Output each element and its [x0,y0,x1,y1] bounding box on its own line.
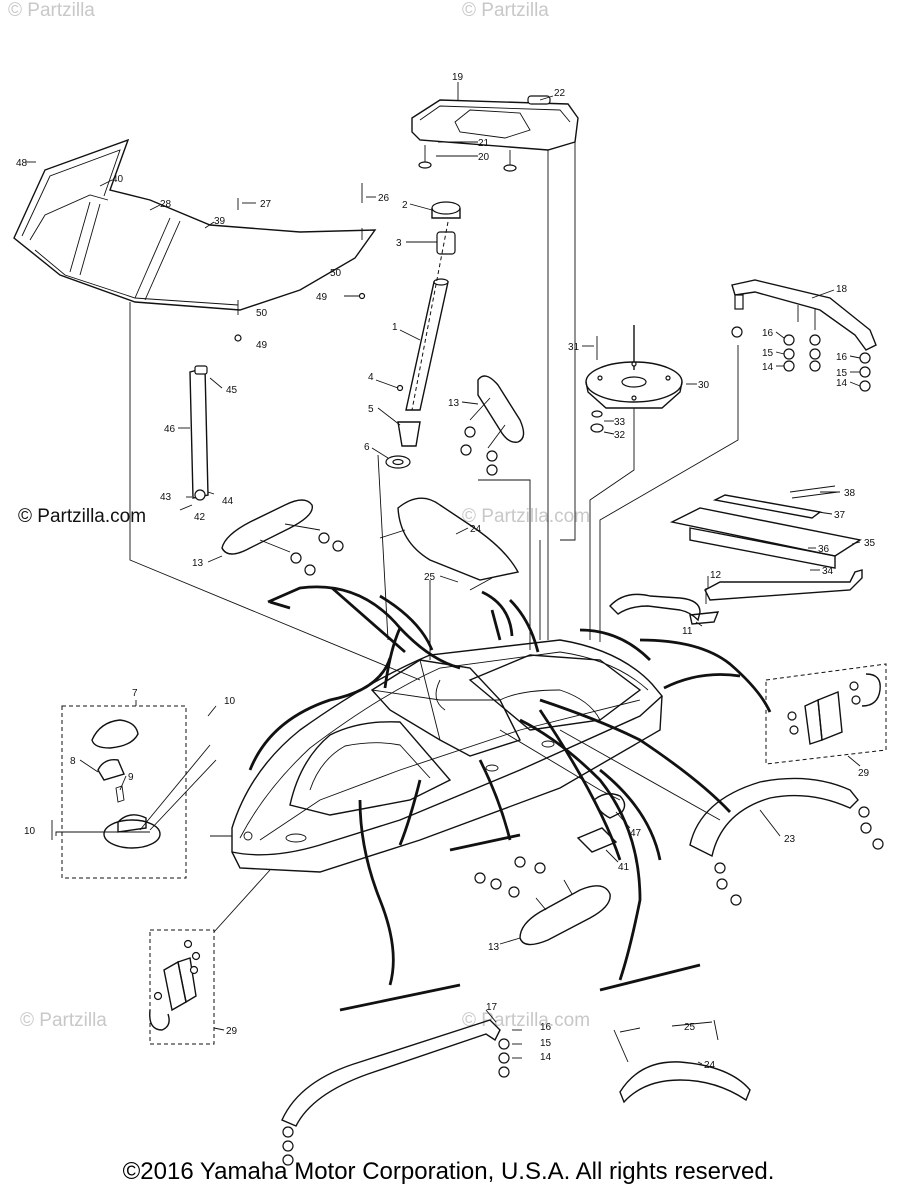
callout-37: 37 [834,510,846,521]
callout-4: 4 [368,372,374,383]
callout-34: 34 [822,566,834,577]
callout-15-rail: 15 [762,348,774,359]
watermark-center: © Partzilla.com [462,506,590,527]
callout-23: 23 [784,834,796,845]
callout-27: 27 [260,199,272,210]
callout-10-upper: 10 [224,696,236,707]
callout-32: 32 [614,430,626,441]
detail-box-29-left [149,929,215,1045]
callout-19: 19 [452,72,464,83]
callout-14-lower: 14 [540,1052,552,1063]
assembly-lines [248,585,772,1012]
callout-labels: 19 22 21 20 48 40 28 39 27 26 50 49 50 4… [16,72,876,1071]
windshield-part [13,138,377,311]
watermark-lower-left: © Partzilla [20,1010,107,1031]
callout-50-lower: 50 [256,308,268,319]
reference-lines [120,142,739,933]
callout-16-rail-end: 16 [836,352,848,363]
grab-rail-17-part [281,1019,510,1166]
boat-hull-part [231,639,663,873]
callout-5: 5 [368,404,374,415]
callout-26: 26 [378,193,390,204]
light-11-part [609,588,720,625]
callout-13-lower: 13 [488,942,500,953]
callout-48: 48 [16,158,28,169]
callout-17: 17 [486,1002,498,1013]
pad-41-part [576,827,618,853]
steering-column-part [385,201,461,469]
callout-12: 12 [710,570,722,581]
callout-33: 33 [614,417,626,428]
callout-25-upper: 25 [424,572,436,583]
callout-31: 31 [568,342,580,353]
callout-6: 6 [364,442,370,453]
callout-21: 21 [478,138,490,149]
callout-13-left: 13 [192,558,204,569]
callout-15-rail-end: 15 [836,368,848,379]
callout-25-lower: 25 [684,1022,696,1033]
callout-50-upper: 50 [330,268,342,279]
callout-22: 22 [554,88,566,99]
rail-assembly-part [669,485,863,601]
callout-47: 47 [630,828,642,839]
callout-3: 3 [396,238,402,249]
watermark-top-left: © Partzilla [8,0,95,21]
callout-18: 18 [836,284,848,295]
watermark-top-center: © Partzilla [462,0,549,21]
seat-back-24-upper-part [379,497,520,591]
callout-7: 7 [132,688,138,699]
cleat-13-upper-left-part [221,499,344,576]
callout-44: 44 [222,496,234,507]
callout-29-left: 29 [226,1026,238,1037]
callout-41: 41 [618,862,630,873]
callout-8: 8 [70,756,76,767]
callout-24-lower: 24 [704,1060,716,1071]
tower-frame-part [411,95,579,172]
callout-20: 20 [478,152,490,163]
callout-1: 1 [392,322,398,333]
callout-43: 43 [160,492,172,503]
callout-14-rail-end: 14 [836,378,848,389]
cleat-13-lower-part [474,856,611,946]
callout-24-upper: 24 [470,524,482,535]
cleat-13-upper-right-part [460,375,525,476]
detail-box-29-right [765,663,887,765]
grab-rail-18-part [731,279,877,392]
callout-29-right: 29 [858,768,870,779]
callout-36: 36 [818,544,830,555]
callout-46: 46 [164,424,176,435]
copyright-notice: ©2016 Yamaha Motor Corporation, U.S.A. A… [122,1158,775,1185]
callout-40: 40 [112,174,124,185]
seat-back-24-lower-part [613,1019,751,1104]
callout-16-lower: 16 [540,1022,552,1033]
detail-box-7 [51,705,217,879]
callout-13-top: 13 [448,398,460,409]
callout-10-lower: 10 [24,826,36,837]
callout-45: 45 [226,385,238,396]
callout-11: 11 [682,626,693,637]
grab-rail-23-part [689,777,884,906]
watermark-main: © Partzilla.com [18,506,146,527]
callout-49-lower: 49 [256,340,268,351]
callout-28: 28 [160,199,172,210]
watermark-lower-center: © Partzilla.com [462,1010,590,1031]
callout-42: 42 [194,512,206,523]
callout-49-upper: 49 [316,292,328,303]
callout-35: 35 [864,538,876,549]
callout-9: 9 [128,772,134,783]
callout-39: 39 [214,216,226,227]
callout-15-lower: 15 [540,1038,552,1049]
callout-16-rail: 16 [762,328,774,339]
support-arm-part [179,365,223,511]
callout-38: 38 [844,488,856,499]
callout-14-rail: 14 [762,362,774,373]
callout-30: 30 [698,380,710,391]
bracket-47-part [593,793,626,819]
callout-2: 2 [402,200,408,211]
